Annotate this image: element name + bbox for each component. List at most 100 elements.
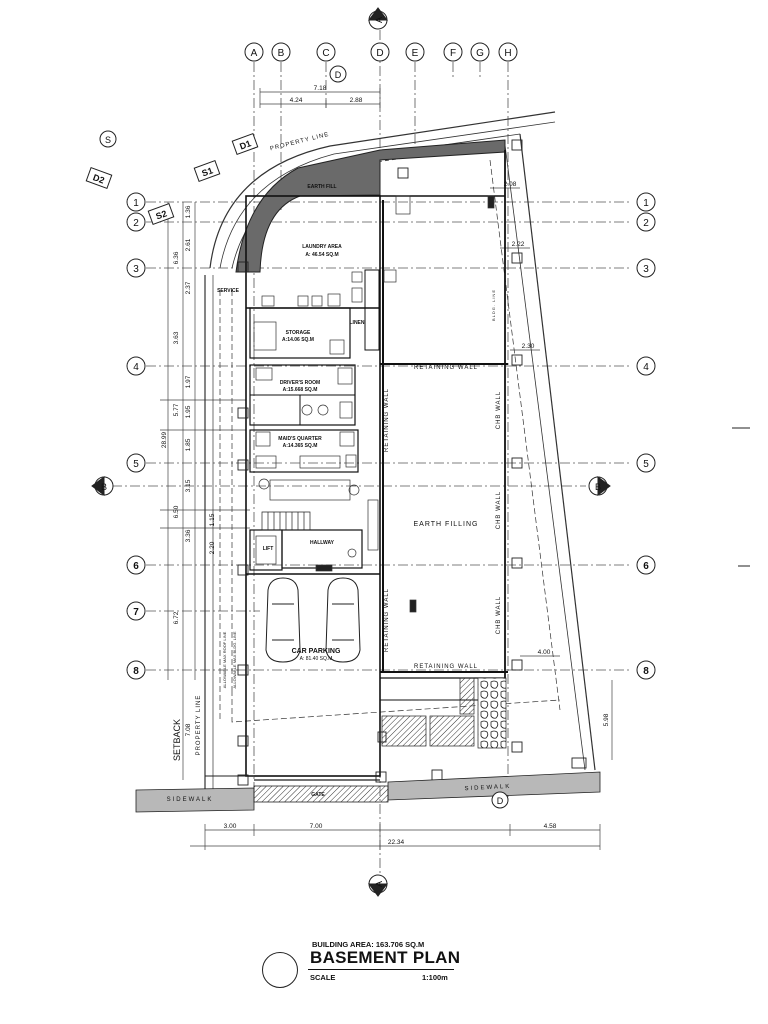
- dim-left-14: 2.20: [209, 541, 216, 554]
- section-markers: [91, 7, 611, 897]
- row-label-5-left: 5: [133, 459, 139, 470]
- dim-left-16: 7.08: [185, 723, 192, 736]
- label-drivers-area: A:15.668 SQ.M: [283, 387, 318, 393]
- tag-d1-label: D1: [238, 138, 252, 151]
- dim-top-a: 4.24: [290, 97, 303, 104]
- row-label-5-right: 5: [643, 459, 649, 470]
- dim-left-6: 1.97: [185, 375, 192, 388]
- grid-bubble-c: [316, 42, 336, 62]
- grid-label-f: F: [450, 48, 456, 59]
- label-property-line-top: PROPERTY LINE: [270, 132, 330, 153]
- title-block: BUILDING AREA: 163.706 SQ.M BASEMENT PLA…: [262, 938, 502, 998]
- grid-label-d: D: [376, 48, 383, 59]
- row-label-8-right: 8: [643, 666, 649, 677]
- dim-left-11: 6.50: [173, 505, 180, 518]
- grid-bubble-b: [271, 42, 291, 62]
- grid-label-e: E: [412, 48, 419, 59]
- detail-tags: [85, 133, 259, 225]
- dim-bottom-total: 22.34: [388, 839, 405, 846]
- grid-label-g: G: [476, 48, 484, 59]
- label-car-parking-area: A: 81.40 SQ.M: [300, 656, 333, 662]
- column-bubbles: [244, 42, 518, 62]
- row-label-1-left: 1: [133, 198, 139, 209]
- dim-left-3: 6.36: [173, 251, 180, 264]
- section-b-right-label: B: [595, 482, 601, 492]
- grid-bubble-d: [370, 42, 390, 62]
- section-s-label: S: [105, 135, 111, 145]
- planters: [381, 677, 507, 749]
- dim-right-4: 4.00: [538, 649, 551, 656]
- row-label-6-right: 6: [643, 561, 649, 572]
- row-label-1-right: 1: [643, 198, 649, 209]
- label-laundry-area: A: 46.54 SQ.M: [305, 252, 338, 258]
- row-label-3-left: 3: [133, 264, 139, 275]
- plan-title: BASEMENT PLAN: [310, 948, 461, 967]
- row-label-2-right: 2: [643, 218, 649, 229]
- grid-label-h: H: [504, 48, 511, 59]
- dim-left-9: 1.85: [185, 438, 192, 451]
- label-hallway: HALLWAY: [310, 540, 335, 546]
- dim-left-2: 2.61: [185, 238, 192, 251]
- grid-label-a: A: [251, 48, 258, 59]
- label-retaining-wall-upper: RETAINING WALL: [384, 388, 390, 452]
- dim-left-5: 3.63: [173, 331, 180, 344]
- sidewalk-left: [135, 787, 255, 813]
- fixtures: [253, 195, 495, 613]
- label-retaining-wall-mid: RETAINING WALL: [414, 365, 478, 371]
- scale-label: SCALE: [310, 973, 336, 982]
- label-sidewalk-left: SIDEWALK: [167, 797, 214, 803]
- row-label-3-right: 3: [643, 264, 649, 275]
- row-label-7-left: 7: [133, 607, 139, 618]
- label-gate: GATE: [311, 792, 325, 798]
- dim-left-total: 28.99: [161, 431, 168, 448]
- title-marker-circle: [262, 952, 298, 988]
- grid-bubble-e: [405, 42, 425, 62]
- property-boundary: [204, 111, 596, 790]
- title-underline: [308, 969, 454, 970]
- label-linen: LINEN: [350, 320, 365, 326]
- car-outlines: [265, 577, 361, 663]
- structural-columns: [237, 139, 587, 786]
- label-lift: LIFT: [263, 546, 274, 552]
- tag-s1-label: S1: [200, 165, 214, 178]
- label-storage: STORAGE: [286, 330, 311, 336]
- grid-label-c: C: [322, 48, 329, 59]
- section-a-top-label: A: [374, 17, 384, 23]
- section-b-left-label: B: [101, 482, 107, 492]
- row-bubbles: [126, 192, 656, 680]
- tag-d2-label: D2: [92, 172, 106, 185]
- label-maids-area: A:14.365 SQ.M: [283, 443, 318, 449]
- building-area-text: BUILDING AREA: 163.706 SQ.M: [312, 940, 425, 949]
- label-earth-fill: EARTH FILL: [307, 184, 336, 190]
- label-retaining-wall-bottom: RETAINING WALL: [414, 664, 478, 670]
- dim-left-1: 1.36: [185, 205, 192, 218]
- grid-bubble-f: [443, 42, 463, 62]
- row-label-2-left: 2: [133, 218, 139, 229]
- right-edge-ticks: [732, 427, 750, 567]
- section-d-top-label: D: [335, 70, 342, 80]
- label-setback: SETBACK: [172, 719, 182, 761]
- dim-left-15: 6.72: [173, 611, 180, 624]
- row-label-4-right: 4: [643, 362, 649, 373]
- building-walls: [245, 150, 508, 777]
- label-chb-wall-3: CHB WALL: [496, 596, 502, 634]
- dim-right-1: 2.08: [504, 181, 517, 188]
- section-a-bottom-label: A: [374, 881, 384, 887]
- dim-left-4: 2.37: [185, 281, 192, 294]
- section-d-bottom-label: D: [497, 796, 504, 806]
- label-chb-wall-2: CHB WALL: [496, 491, 502, 529]
- label-earth-filling: EARTH FILLING: [414, 521, 479, 528]
- label-retaining-wall-lower: RETAINING WALL: [384, 588, 390, 652]
- driveway-ramp: [253, 785, 389, 803]
- dim-top-total: 7.18: [314, 85, 327, 92]
- dim-left-8: 5.77: [173, 403, 180, 416]
- label-property-line-left: PROPERTY LINE: [196, 695, 202, 756]
- grid-bubble-g: [470, 42, 490, 62]
- label-storage-area: A:14.06 SQ.M: [282, 337, 314, 343]
- dim-left-12: 1.15: [209, 513, 216, 526]
- dim-left-13: 3.36: [185, 529, 192, 542]
- label-car-parking: CAR PARKING: [292, 648, 341, 655]
- row-label-6-left: 6: [133, 561, 139, 572]
- earth-fill-hatch: [235, 139, 506, 273]
